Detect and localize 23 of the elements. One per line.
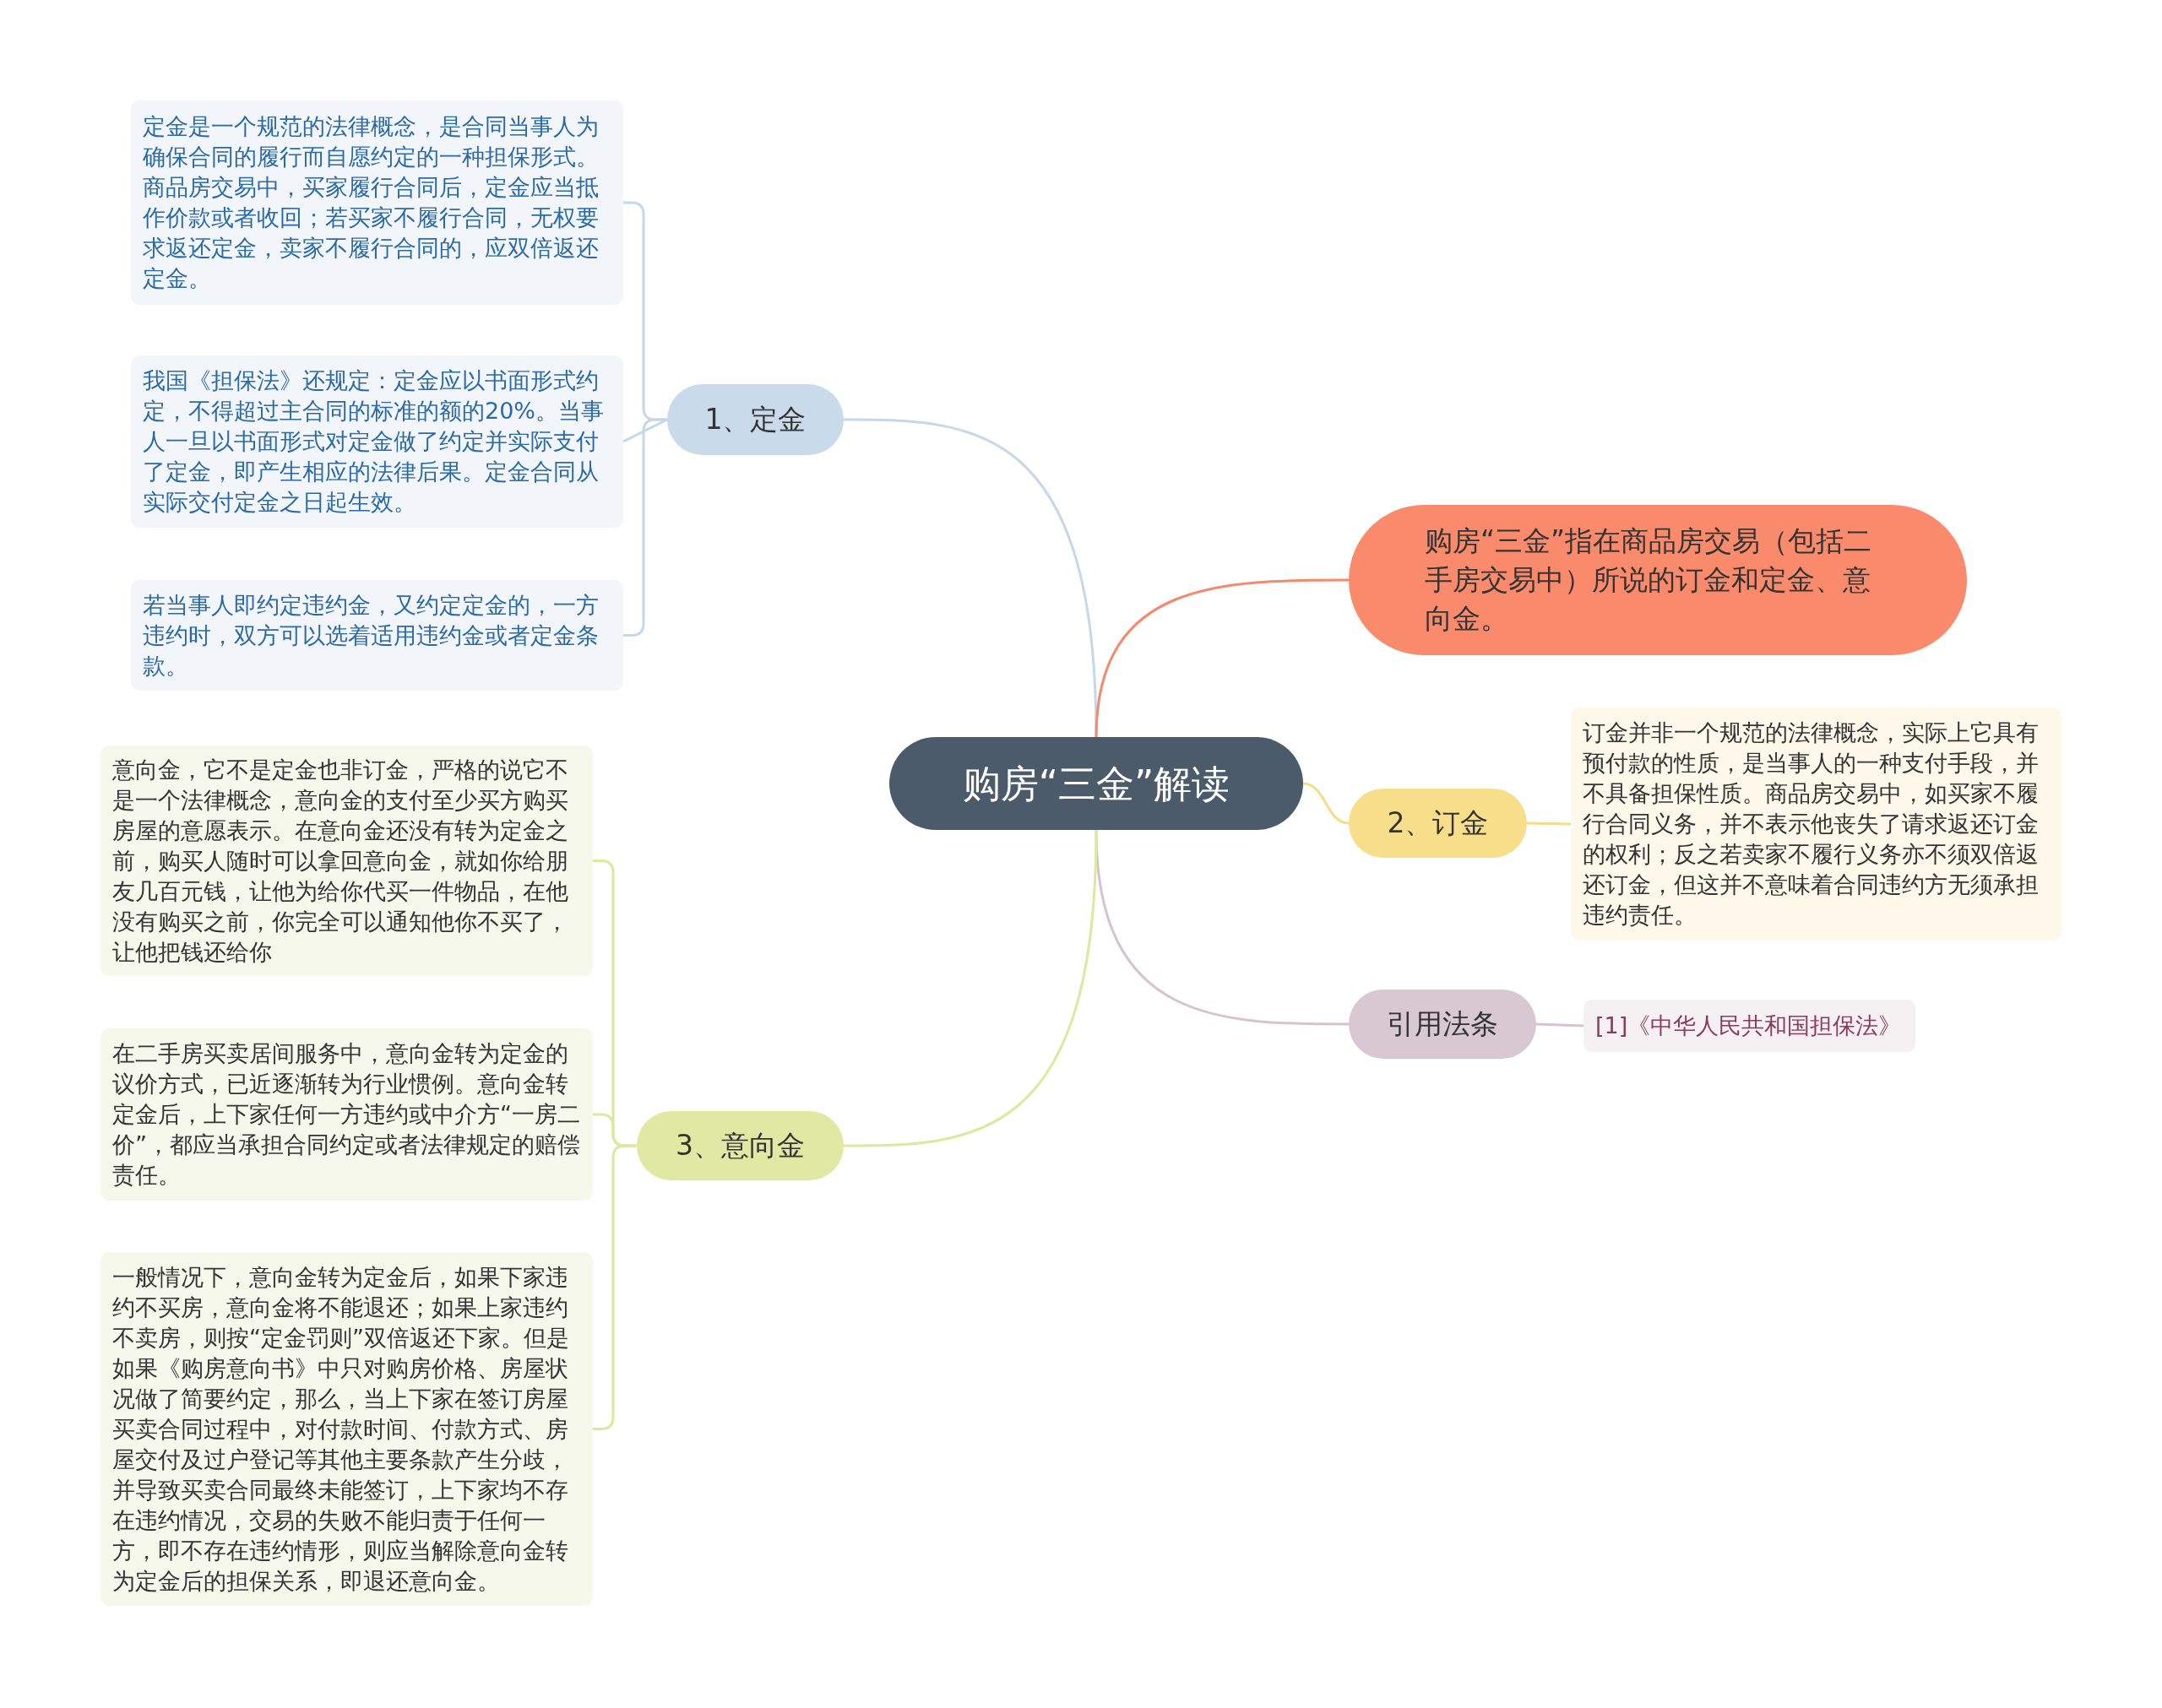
- connector: [844, 418, 1098, 738]
- topic-pill: 1、定金: [667, 384, 844, 455]
- central-topic: 购房“三金”解读: [889, 737, 1303, 830]
- note-card: 定金是一个规范的法律概念，是合同当事人为确保合同的履行而自愿约定的一种担保形式。商品房交易中，买家履行合同后，定金应当抵作价款或者收回；若买家不履行合同，无权要求返还定金，卖家不履行合同的，应双倍返还定金。: [131, 100, 623, 305]
- connector: [1095, 829, 1349, 1026]
- connector: [1302, 782, 1350, 825]
- summary-pill: 购房“三金”指在商品房交易（包括二手房交易中）所说的订金和定金、意向金。: [1349, 505, 1967, 655]
- connector: [593, 1144, 637, 1430]
- note-card: 意向金，它不是定金也非订金，严格的说它不是一个法律概念，意向金的支付至少买方购买房屋的意愿表示。在意向金还没有转为定金之前，购买人随时可以拿回意向金，就如你给朋友几百元钱，让他为给你代买一件物品，在他没有购买之前，你完全可以通知他你不买了，让他把钱还给你: [100, 746, 593, 976]
- connector: [1535, 1022, 1584, 1028]
- note-card: 订金并非一个规范的法律概念，实际上它具有预付款的性质，是当事人的一种支付手段，并不具备担保性质。商品房交易中，如买家不履行合同义务，并不表示他丧失了请求返还订金的权利；反之若卖家不履行义务亦不须双倍返还订金，但这并不意味着合同违约方无须承担违约责任。: [1571, 708, 2062, 941]
- connector: [623, 418, 667, 637]
- reference-card: [1]《中华人民共和国担保法》: [1583, 1000, 1915, 1052]
- note-card: 在二手房买卖居间服务中，意向金转为定金的议价方式，已近逐渐转为行业惯例。意向金转定金后，上下家任何一方违约或中介方“一房二价”，都应当承担合同约定或者法律规定的赔偿责任。: [100, 1028, 593, 1201]
- note-card: 若当事人即约定违约金，又约定定金的，一方违约时，双方可以选着适用违约金或者定金条款。: [131, 580, 623, 691]
- note-card: 我国《担保法》还规定：定金应以书面形式约定，不得超过主合同的标准的额的20%。当事人一旦以书面形式对定金做了约定并实际支付了定金，即产生相应的法律后果。定金合同从实际交付定金之日起生效。: [131, 355, 623, 528]
- connector: [1095, 578, 1349, 738]
- connector: [844, 829, 1098, 1147]
- topic-pill: 3、意向金: [637, 1111, 844, 1180]
- topic-pill: 2、订金: [1349, 789, 1527, 858]
- connector: [1526, 821, 1572, 826]
- topic-pill: 引用法条: [1349, 990, 1536, 1059]
- note-card: 一般情况下，意向金转为定金后，如果下家违约不买房，意向金将不能退还；如果上家违约不卖房，则按“定金罚则”双倍返还下家。但是如果《购房意向书》中只对购房价格、房屋状况做了简要约定，那么，当上下家在签订房屋买卖合同过程中，对付款时间、付款方式、房屋交付及过户登记等其他主要条款产生分歧，并导致买卖合同最终未能签订，上下家均不存在违约情况，交易的失败不能归责于任何一方，即不存在违约情形，则应当解除意向金转为定金后的担保关系，即退还意向金。: [100, 1252, 593, 1606]
